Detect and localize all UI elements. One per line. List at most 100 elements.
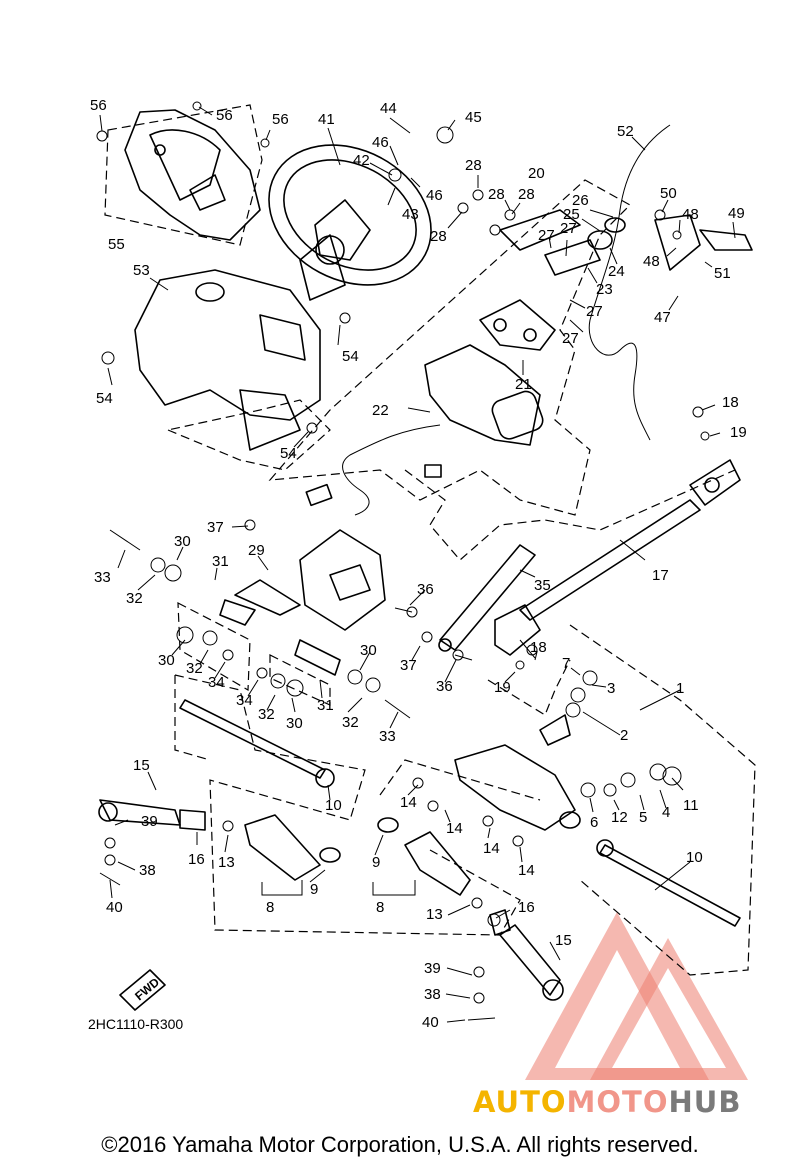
callout-54: 54 <box>342 348 359 365</box>
callout-40: 40 <box>422 1014 439 1031</box>
watermark-text-moto: MOTO <box>566 1085 669 1119</box>
watermark-text-hub: HUB <box>668 1085 742 1119</box>
callout-10: 10 <box>686 849 703 866</box>
callout-28: 28 <box>465 157 482 174</box>
callout-24: 24 <box>608 263 625 280</box>
callout-48: 48 <box>682 206 699 223</box>
copyright-notice: ©2016 Yamaha Motor Corporation, U.S.A. A… <box>101 1132 699 1157</box>
fwd-arrow-icon <box>119 969 166 1011</box>
callout-5: 5 <box>639 809 647 826</box>
callout-46: 46 <box>372 134 389 151</box>
callout-7: 7 <box>562 655 570 672</box>
tie-rod-10-left <box>179 699 335 788</box>
callout-42: 42 <box>353 152 370 169</box>
assembly-outlines <box>104 104 756 976</box>
callout-37: 37 <box>400 657 417 674</box>
callout-36: 36 <box>436 678 453 695</box>
callout-32: 32 <box>258 706 275 723</box>
callout-16: 16 <box>188 851 205 868</box>
callout-30: 30 <box>286 715 303 732</box>
callout-30: 30 <box>360 642 377 659</box>
callout-16: 16 <box>518 899 535 916</box>
callout-1: 1 <box>676 680 684 697</box>
callout-10: 10 <box>325 797 342 814</box>
callout-36: 36 <box>417 581 434 598</box>
callout-25: 25 <box>563 206 580 223</box>
callout-39: 39 <box>141 813 158 830</box>
pedal-arm <box>219 579 341 676</box>
callout-27: 27 <box>586 303 603 320</box>
callout-52: 52 <box>617 123 634 140</box>
drawing-code: 2HC1110-R300 <box>88 1016 184 1032</box>
callout-47: 47 <box>654 309 671 326</box>
callout-32: 32 <box>186 660 203 677</box>
callout-17: 17 <box>652 567 669 584</box>
watermark-logo-icon <box>525 912 748 1080</box>
u-joint <box>494 604 541 656</box>
callout-54: 54 <box>96 390 113 407</box>
callout-18: 18 <box>530 639 547 656</box>
column-bracket-21 <box>479 299 556 351</box>
callout-20: 20 <box>528 165 545 182</box>
pedal-cable-52 <box>588 124 753 441</box>
damper-35 <box>438 544 536 652</box>
callout-12: 12 <box>611 809 628 826</box>
eps-unit-22 <box>305 344 544 516</box>
callout-56: 56 <box>90 97 107 114</box>
callout-37: 37 <box>207 519 224 536</box>
boot-8-right <box>377 817 471 896</box>
callout-30: 30 <box>158 652 175 669</box>
callout-21: 21 <box>515 376 532 393</box>
callout-18: 18 <box>722 394 739 411</box>
callout-54: 54 <box>280 445 297 462</box>
callout-56: 56 <box>216 107 233 124</box>
callout-2: 2 <box>620 727 628 744</box>
callout-8: 8 <box>266 899 274 916</box>
callout-11: 11 <box>683 797 699 814</box>
callout-55: 55 <box>108 236 125 253</box>
callout-14: 14 <box>400 794 417 811</box>
hardware <box>96 101 710 1021</box>
callout-27: 27 <box>538 227 555 244</box>
callout-33: 33 <box>379 728 396 745</box>
callout-50: 50 <box>660 185 677 202</box>
callout-56: 56 <box>272 111 289 128</box>
bracket-plate <box>299 529 386 631</box>
tie-rod-end-15-left <box>98 799 206 831</box>
shaft-17 <box>519 459 741 621</box>
callout-15: 15 <box>555 932 572 949</box>
callout-22: 22 <box>372 402 389 419</box>
watermark-text: AUTOMOTOHUB <box>473 1085 741 1119</box>
callout-32: 32 <box>342 714 359 731</box>
callout-33: 33 <box>94 569 111 586</box>
callout-23: 23 <box>596 281 613 298</box>
callout-8: 8 <box>376 899 384 916</box>
callout-14: 14 <box>446 820 463 837</box>
callout-53: 53 <box>133 262 150 279</box>
gear-box-1 <box>454 714 581 831</box>
callout-30: 30 <box>174 533 191 550</box>
callout-3: 3 <box>607 680 615 697</box>
callout-29: 29 <box>248 542 265 559</box>
callout-28: 28 <box>430 228 447 245</box>
callout-6: 6 <box>590 814 598 831</box>
tie-rod-end-15-right <box>489 909 564 1001</box>
callout-14: 14 <box>483 840 500 857</box>
callout-31: 31 <box>317 697 334 714</box>
callouts: 56 56 56 41 44 45 46 42 46 43 52 28 20 2… <box>90 97 747 1031</box>
callout-41: 41 <box>318 111 335 128</box>
callout-46: 46 <box>426 187 443 204</box>
callout-48: 48 <box>643 253 660 270</box>
callout-27: 27 <box>560 220 577 237</box>
steering-cover-53 <box>134 269 321 451</box>
callout-28: 28 <box>488 186 505 203</box>
watermark-text-auto: AUTO <box>473 1085 567 1119</box>
callout-19: 19 <box>730 424 747 441</box>
callout-45: 45 <box>465 109 482 126</box>
boot-8-left <box>244 814 341 881</box>
callout-27: 27 <box>562 330 579 347</box>
tie-rod-10-right <box>596 839 741 927</box>
callout-38: 38 <box>139 862 156 879</box>
callout-40: 40 <box>106 899 123 916</box>
